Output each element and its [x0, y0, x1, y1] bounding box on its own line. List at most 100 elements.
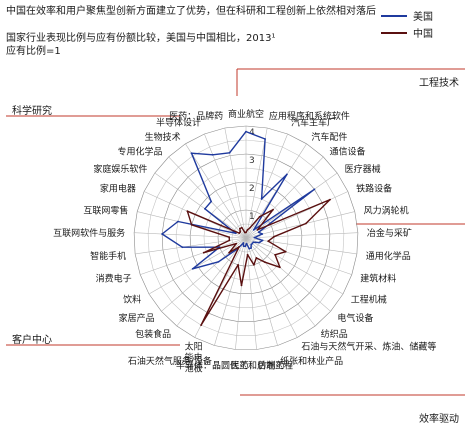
axis-label-17: 半导体：晶圆代工和后端工程	[176, 360, 293, 372]
data-point-china-26	[190, 223, 193, 226]
grid-ring-3	[161, 153, 331, 322]
axis-label-6: 铁路设备	[356, 183, 392, 195]
spoke-1	[245, 127, 268, 239]
legend-swatch-us	[381, 14, 407, 17]
spoke-11	[245, 237, 344, 295]
data-point-china-2	[249, 226, 252, 229]
axis-label-19-part-0: 太阳	[185, 341, 203, 353]
data-point-china-1	[246, 228, 249, 231]
data-point-china-4	[272, 208, 274, 211]
data-point-us-7	[261, 233, 264, 235]
legend-swatch-china	[381, 31, 407, 34]
data-point-us-29	[210, 200, 213, 203]
axis-label-10: 建筑材料	[360, 273, 396, 285]
spoke-10	[245, 237, 352, 275]
data-point-us-5	[313, 188, 316, 191]
data-point-china-24	[228, 239, 231, 242]
axis-label-1: 应用程序和系统软件	[269, 110, 350, 122]
chart-subtitle-line2: 国家行业表现比例与应有份额比较，美国与中国相比，2013¹	[6, 33, 276, 44]
data-point-us-27	[234, 232, 237, 235]
spoke-9	[245, 237, 357, 255]
spoke-6	[245, 191, 349, 239]
data-point-china-20	[238, 245, 241, 248]
data-point-china-25	[228, 236, 231, 239]
data-point-china-10	[284, 250, 287, 253]
axis-label-7: 风力涡轮机	[364, 205, 409, 217]
axis-label-13: 纺织品	[321, 328, 348, 340]
data-point-china-19	[200, 324, 203, 326]
axis-label-20: 包装食品	[135, 328, 171, 340]
data-point-us-31	[211, 153, 214, 156]
axis-label-24: 智能手机	[90, 250, 126, 262]
data-point-us-30	[190, 152, 193, 155]
spoke-17	[235, 237, 247, 350]
data-point-us-11	[252, 241, 255, 244]
data-point-china-6	[329, 198, 331, 201]
axis-label-3: 汽车配件	[311, 131, 347, 143]
data-point-china-31	[240, 226, 243, 229]
data-point-china-15	[253, 264, 255, 266]
radial-tick-4: 4	[249, 128, 255, 138]
axis-label-16: 医药：仿制药	[230, 360, 284, 372]
radial-tick-2: 2	[249, 184, 255, 194]
data-point-us-9	[261, 239, 264, 242]
quadrant-label-science: 科学研究	[12, 106, 52, 117]
axis-label-28: 家庭娱乐软件	[93, 163, 147, 175]
radial-tick-1: 1	[249, 212, 255, 222]
axis-label-31: 半导体设计	[156, 117, 201, 129]
spoke-2	[245, 133, 288, 239]
data-point-china-11	[274, 253, 276, 256]
quadrant-label-efficiency: 效率驱动	[419, 414, 459, 425]
axis-label-5: 医疗器械	[345, 163, 381, 175]
legend-item-us: 美国	[381, 8, 433, 23]
radial-tick-3: 3	[249, 156, 255, 166]
data-point-china-9	[267, 240, 270, 243]
axis-label-9: 通用化学品	[366, 250, 411, 262]
spoke-29	[168, 156, 247, 239]
spoke-15	[245, 237, 278, 346]
data-point-china-14	[255, 257, 258, 259]
data-point-us-17	[244, 245, 247, 248]
axis-label-15: 纸张和林业产品	[280, 355, 343, 367]
axis-label-0: 商业航空	[228, 108, 264, 120]
radar-spokes	[134, 126, 358, 350]
radial-tick-labels: 1 2 3 4	[249, 128, 255, 222]
spoke-28	[154, 172, 247, 239]
axis-label-22: 饮料	[123, 294, 141, 306]
spoke-30	[185, 143, 247, 239]
data-point-china-23	[202, 251, 205, 254]
data-point-china-3	[258, 215, 261, 218]
radar-series	[161, 130, 331, 326]
data-point-china-12	[279, 266, 281, 269]
legend-item-china: 中国	[381, 25, 433, 40]
data-point-us-32	[228, 151, 231, 154]
data-point-us-10	[258, 241, 261, 244]
legend-label-us: 美国	[413, 12, 433, 23]
data-point-us-0	[245, 130, 247, 133]
spoke-12	[245, 237, 331, 312]
quadrant-label-customer: 客户中心	[12, 335, 52, 346]
spoke-21	[161, 237, 247, 312]
spoke-20	[176, 237, 247, 327]
data-point-us-13	[250, 243, 253, 246]
spoke-23	[140, 237, 247, 275]
axis-label-4: 通信设备	[330, 145, 366, 157]
data-point-china-13	[264, 261, 266, 264]
axis-label-30: 生物技术	[145, 131, 181, 143]
data-point-china-8	[273, 235, 275, 238]
axis-label-8: 冶金与采矿	[367, 227, 412, 239]
data-point-us-6	[257, 231, 260, 234]
data-point-us-2	[260, 198, 263, 200]
data-point-china-7	[305, 222, 307, 225]
grid-ring-2.5	[175, 167, 317, 309]
axis-label-12: 电气设备	[337, 312, 373, 324]
series-line-china	[186, 198, 331, 326]
axis-label-2: 汽车主车厂	[291, 117, 336, 129]
spoke-31	[204, 133, 247, 239]
chart-subtitle-line3: 应有比例=1	[6, 46, 61, 57]
radar-grid	[133, 125, 359, 350]
data-point-china-32	[244, 231, 246, 234]
data-point-us-26	[177, 220, 179, 223]
series-line-us	[161, 130, 316, 270]
axis-label-11: 工程机械	[351, 294, 387, 306]
